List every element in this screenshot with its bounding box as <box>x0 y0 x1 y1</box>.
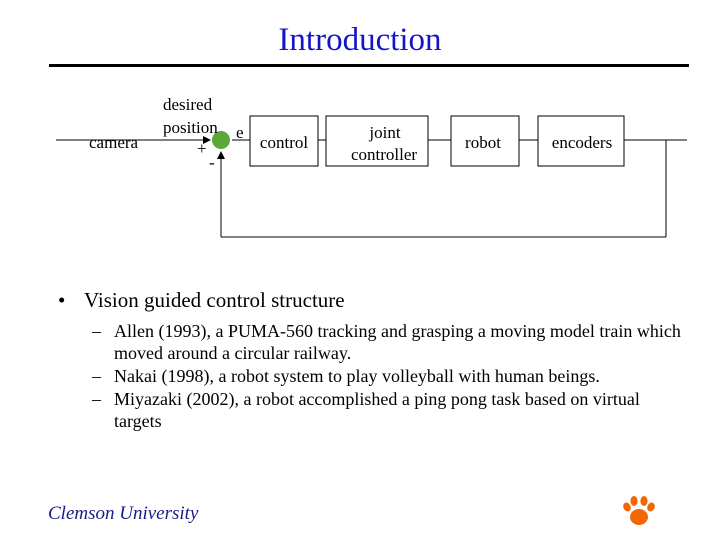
desired-label: desired <box>163 95 213 114</box>
list-item: – Miyazaki (2002), a robot accomplished … <box>92 388 692 432</box>
summing-junction <box>212 131 230 149</box>
tiger-paw-icon <box>623 496 655 525</box>
list-dash: – <box>92 366 101 386</box>
list-item: – Nakai (1998), a robot system to play v… <box>92 365 692 387</box>
control-block-diagram: camera desired position e + - control jo… <box>56 95 687 238</box>
list-dash: – <box>92 389 101 409</box>
list-item-text: Miyazaki (2002), a robot accomplished a … <box>114 389 640 431</box>
position-label: position <box>163 118 218 137</box>
encoders-block <box>537 115 625 167</box>
footer-university: Clemson University <box>48 503 199 524</box>
control-label: control <box>260 133 308 152</box>
list-item-text: Allen (1993), a PUMA-560 tracking and gr… <box>114 321 681 363</box>
main-bullet: • Vision guided control structure <box>58 288 345 313</box>
minus-sign: - <box>209 153 215 172</box>
error-label: e <box>236 123 244 142</box>
controller-label: controller <box>351 145 417 164</box>
list-item: – Allen (1993), a PUMA-560 tracking and … <box>92 320 692 364</box>
bullet-text: Vision guided control structure <box>84 288 345 312</box>
list-dash: – <box>92 321 101 341</box>
camera-label: camera <box>89 133 139 152</box>
plus-sign: + <box>197 139 207 158</box>
title-divider <box>49 64 689 67</box>
list-item-text: Nakai (1998), a robot system to play vol… <box>114 366 600 386</box>
control-block <box>249 115 319 167</box>
sub-bullet-list: – Allen (1993), a PUMA-560 tracking and … <box>92 320 692 433</box>
bullet-dot: • <box>58 288 66 312</box>
joint-controller-block <box>325 115 429 167</box>
slide-title: Introduction <box>278 22 442 58</box>
robot-label: robot <box>465 133 501 152</box>
robot-block <box>450 115 520 167</box>
joint-label: joint <box>368 123 400 142</box>
encoders-label: encoders <box>552 133 612 152</box>
